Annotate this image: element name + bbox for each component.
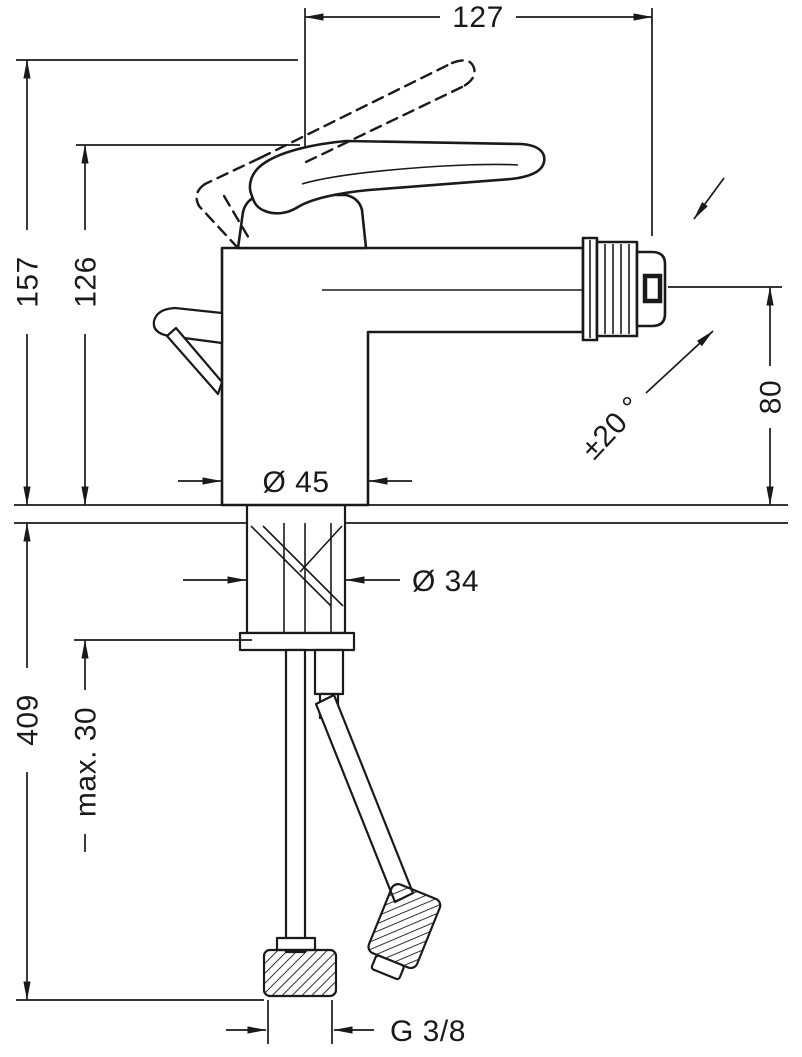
- dimension-total-height: 157: [12, 59, 298, 506]
- aerator-ring: [595, 240, 639, 338]
- dim-label-base-diameter: Ø 45: [262, 466, 329, 499]
- hose-end-connector: [367, 883, 442, 981]
- dimension-shank-diameter: Ø 34: [183, 565, 479, 598]
- dim-label-connection-thread: G 3/8: [390, 1015, 466, 1048]
- bottom-connector-collar: [275, 936, 317, 952]
- raised-lever-top-edge: [258, 61, 454, 160]
- handle-lever: [248, 139, 546, 215]
- dimension-body-height: 126: [70, 144, 300, 506]
- dim-label-top-width: 127: [452, 1, 504, 34]
- dimension-below-deck-length: 409: [12, 522, 264, 1001]
- fastening-washer: [238, 631, 356, 652]
- dim-label-total-height: 157: [12, 256, 45, 308]
- hose-connector-tip: [370, 954, 405, 981]
- dimension-base-diameter: Ø 45: [178, 466, 412, 499]
- raised-lever-heel-inner: [222, 194, 252, 242]
- dimension-connection-thread: G 3/8: [226, 1000, 466, 1048]
- raised-lever-heel-top: [203, 156, 262, 186]
- dimension-outlet-height: 80: [668, 286, 788, 506]
- faucet-under-counter: [238, 503, 442, 998]
- dim-label-max-deck-thickness: max. 30: [70, 707, 103, 817]
- pull-rod-knob: [152, 306, 224, 345]
- dimension-top-width: 127: [304, 1, 653, 236]
- mounting-surface: [14, 504, 788, 524]
- faucet-handle: [236, 139, 546, 250]
- aerator-end-cap: [635, 250, 667, 328]
- raised-lever-bottom-edge: [304, 85, 464, 164]
- supply-pipe-straight: [284, 648, 307, 954]
- supply-hose-diagonal: [314, 693, 415, 904]
- bottom-connector-nut: [262, 948, 338, 998]
- dim-label-below-deck-length: 409: [12, 694, 45, 746]
- dim-label-shank-diameter: Ø 34: [412, 565, 479, 598]
- drain-pull-rod: [152, 306, 224, 396]
- dim-label-outlet-height: 80: [755, 380, 788, 414]
- aerator-outlet: [642, 273, 663, 304]
- pull-rod: [165, 326, 224, 396]
- raised-lever-tip: [450, 59, 476, 89]
- dimension-max-deck-thickness: max. 30: [70, 639, 252, 852]
- hose-routing-line: [262, 525, 344, 607]
- threaded-nut: [313, 648, 345, 696]
- angle-arrow-lower: [645, 330, 714, 394]
- handle-raised-position: [195, 59, 476, 249]
- dim-label-body-height: 126: [70, 256, 103, 308]
- dim-label-swivel-angle: ±20 °: [575, 390, 649, 466]
- hose-routing-line: [299, 525, 343, 573]
- handle-lever-contour: [301, 163, 519, 185]
- raised-lever-heel: [195, 182, 239, 249]
- angle-arrow-upper: [693, 177, 725, 220]
- hose-routing-line: [250, 525, 332, 607]
- faucet-body: [220, 236, 667, 507]
